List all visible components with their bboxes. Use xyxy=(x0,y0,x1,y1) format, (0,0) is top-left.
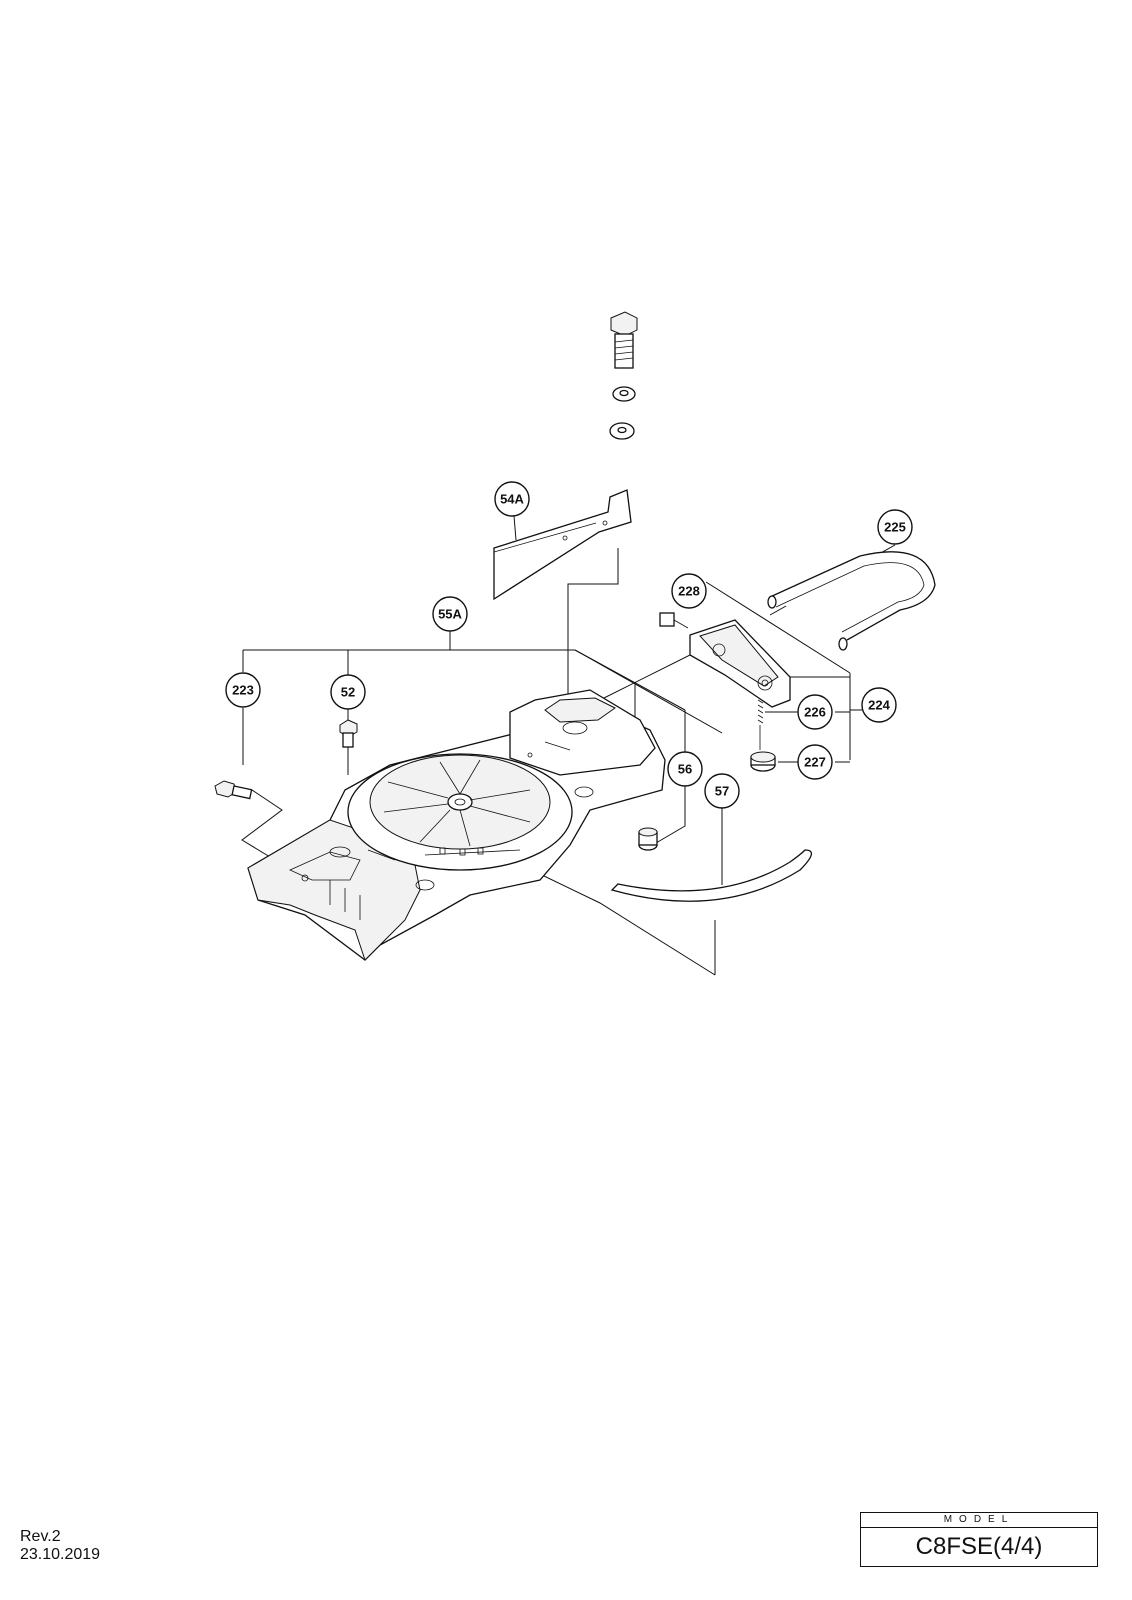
lock-knob-228 xyxy=(659,612,689,629)
callout-label: 223 xyxy=(232,683,254,698)
insert-56 xyxy=(638,827,658,851)
sub-fence xyxy=(689,619,791,708)
knob-227 xyxy=(750,751,776,772)
revision-date: 23.10.2019 xyxy=(20,1546,101,1563)
callout-228: 228 xyxy=(671,573,707,609)
callout-label: 55A xyxy=(438,607,462,622)
model-label: MODEL xyxy=(861,1513,1097,1528)
model-box: MODEL C8FSE(4/4) xyxy=(860,1512,1098,1567)
fence-plate xyxy=(493,489,632,601)
ring-57 xyxy=(610,849,812,902)
callout-label: 57 xyxy=(715,784,729,799)
callout-223: 223 xyxy=(225,672,261,708)
callout-label: 56 xyxy=(678,762,692,777)
revision-block: Rev.2 23.10.2019 xyxy=(20,1528,100,1564)
saw-base xyxy=(247,689,666,961)
revision-label: Rev.2 xyxy=(20,1528,61,1545)
callout-label: 225 xyxy=(884,520,906,535)
hex-bolt xyxy=(610,311,638,369)
callout-225: 225 xyxy=(877,509,913,545)
stopper-rod xyxy=(767,551,936,651)
callout-label: 226 xyxy=(804,705,826,720)
spring-washer xyxy=(612,386,636,402)
model-value: C8FSE(4/4) xyxy=(915,1533,1043,1560)
bolt-223 xyxy=(214,780,253,800)
bolt-52 xyxy=(339,719,358,748)
callout-56: 56 xyxy=(667,751,703,787)
callout-54a: 54A xyxy=(494,481,530,517)
spring-226 xyxy=(757,699,764,750)
callout-label: 54A xyxy=(500,492,524,507)
callout-label: 227 xyxy=(804,755,826,770)
callout-55a: 55A xyxy=(432,596,468,632)
callout-52: 52 xyxy=(330,674,366,710)
callout-57: 57 xyxy=(704,773,740,809)
callout-label: 224 xyxy=(868,698,890,713)
callout-label: 228 xyxy=(678,584,700,599)
callout-226: 226 xyxy=(797,694,833,730)
callout-label: 52 xyxy=(341,685,355,700)
callout-227: 227 xyxy=(797,744,833,780)
callout-224: 224 xyxy=(861,687,897,723)
flat-washer xyxy=(609,422,635,440)
